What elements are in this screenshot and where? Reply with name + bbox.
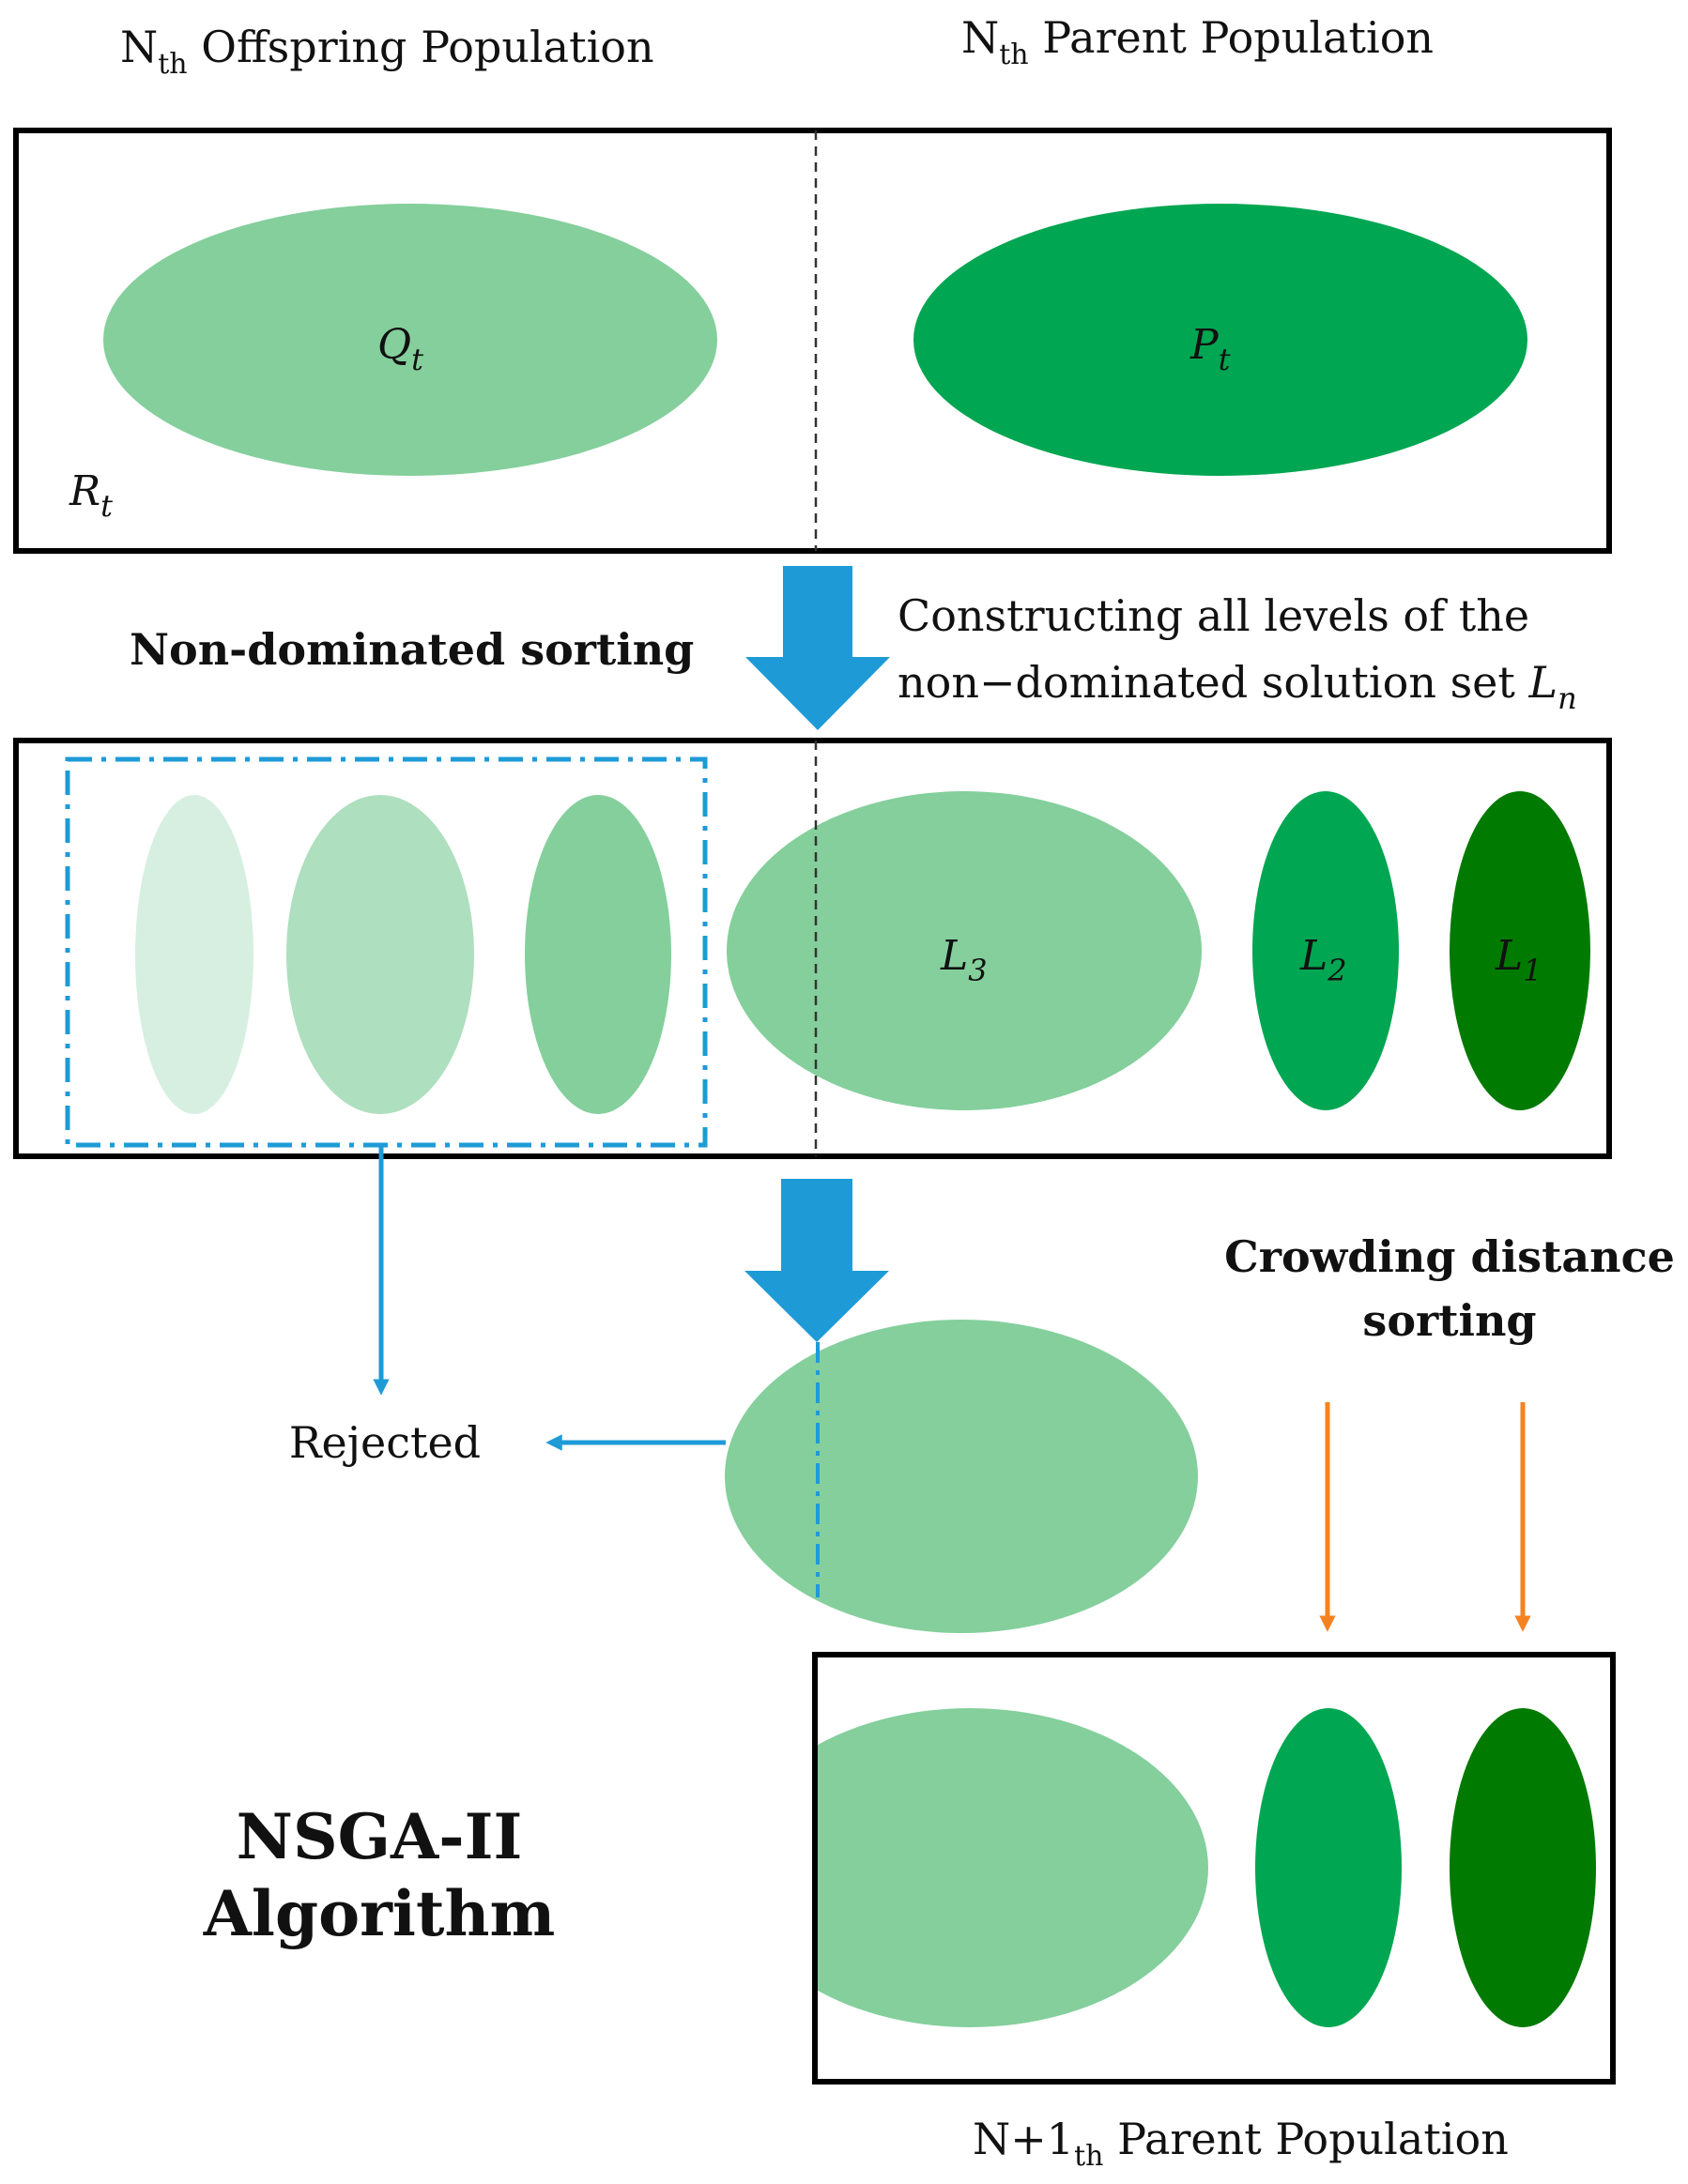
l3-ellipse	[727, 791, 1202, 1110]
split-l3-ellipse	[725, 1320, 1198, 1633]
qt-label: Qt	[377, 321, 423, 377]
truncation-arrow	[744, 1179, 889, 1342]
rt-label: Rt	[69, 467, 113, 524]
l3-label: L3	[940, 932, 988, 988]
l1-ellipse	[1450, 791, 1590, 1110]
sorted-fronts-box	[13, 738, 1612, 1159]
next-l1-ellipse	[1450, 1708, 1596, 2027]
l1-label: L1	[1495, 932, 1542, 988]
rejected-fronts-frame	[65, 756, 708, 1148]
crowding-distance-label-line2: sorting	[1362, 1295, 1536, 1346]
front-ellipse-light	[286, 795, 474, 1114]
next-l3-ellipse	[818, 1708, 1208, 2027]
offspring-population-label: Nth Offspring Population	[120, 22, 654, 81]
front-ellipse-lightest	[135, 795, 253, 1114]
pt-label: Pt	[1189, 321, 1231, 377]
pt-ellipse	[913, 204, 1527, 476]
algorithm-title-line2: Algorithm	[203, 1877, 556, 1950]
non-dominated-sorting-label: Non-dominated sorting	[130, 624, 694, 675]
next-parent-population-label: N+1th Parent Population	[973, 2114, 1509, 2173]
next-l2-ellipse	[1255, 1708, 1402, 2027]
constructing-levels-line1: Constructing all levels of the	[898, 590, 1529, 641]
l2-ellipse	[1252, 791, 1399, 1110]
algorithm-title-line1: NSGA-II	[237, 1800, 523, 1873]
rejected-label: Rejected	[289, 1417, 481, 1468]
constructing-levels-line2: non−dominated solution set Ln	[898, 657, 1577, 716]
next-parent-box	[812, 1652, 1616, 2085]
non-dominated-sorting-arrow	[745, 566, 890, 730]
parent-population-label: Nth Parent Population	[961, 12, 1434, 71]
qt-ellipse	[103, 204, 717, 476]
front-ellipse-mid	[525, 795, 671, 1114]
l2-label: L2	[1299, 932, 1347, 988]
crowding-distance-label-line1: Crowding distance	[1224, 1231, 1675, 1282]
rt-box	[13, 128, 1612, 554]
